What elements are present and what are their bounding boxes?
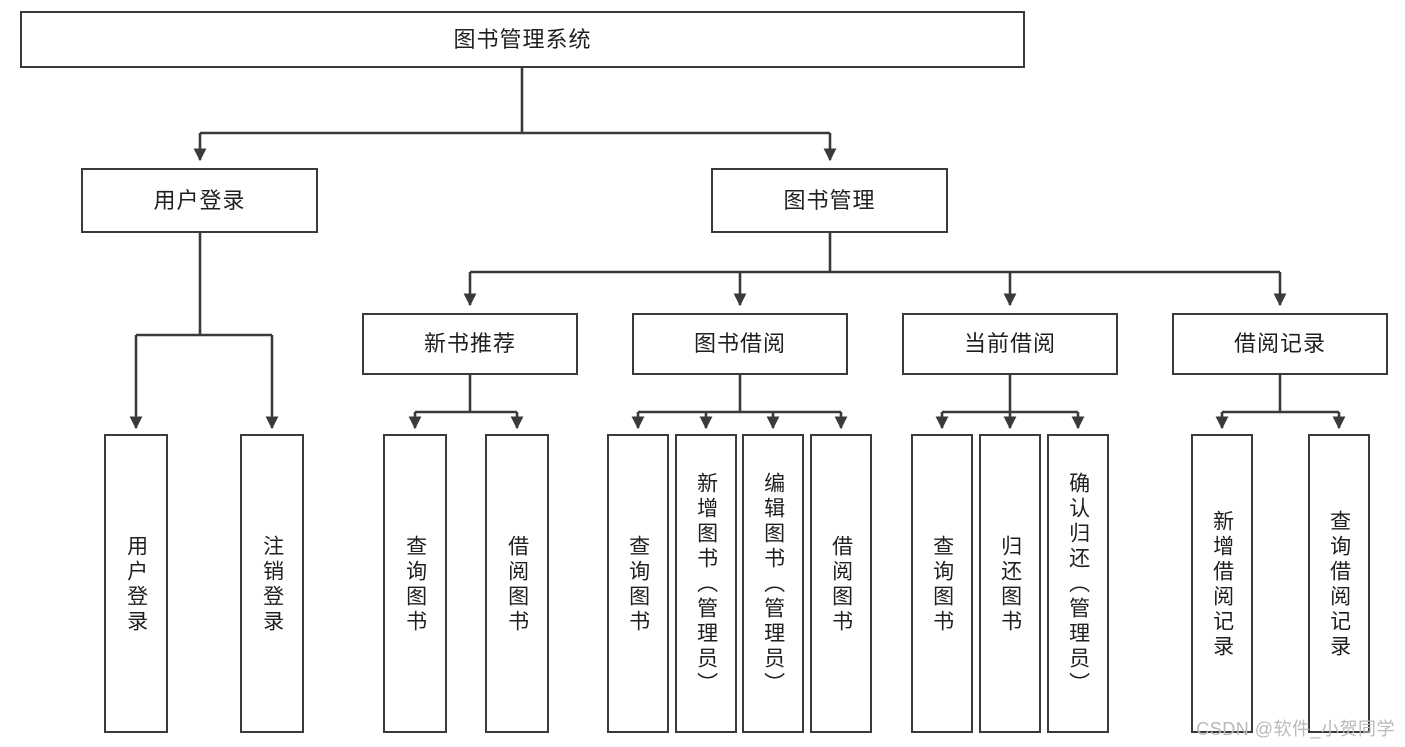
node-label: 查询图书 xyxy=(930,534,954,635)
node-label: 借阅图书 xyxy=(505,534,529,635)
leaf-record-add-record[interactable]: 新增借阅记录 xyxy=(1191,434,1253,733)
node-root-system[interactable]: 图书管理系统 xyxy=(20,11,1025,68)
node-new-book-recommend[interactable]: 新书推荐 xyxy=(362,313,578,375)
node-borrow-record[interactable]: 借阅记录 xyxy=(1172,313,1388,375)
leaf-current-return-book[interactable]: 归还图书 xyxy=(979,434,1041,733)
node-label: 图书管理系统 xyxy=(453,26,592,52)
node-label: 注销登录 xyxy=(260,534,284,635)
leaf-current-query-book[interactable]: 查询图书 xyxy=(911,434,973,733)
node-label: 图书管理 xyxy=(783,187,876,213)
leaf-current-confirm-return-admin[interactable]: 确认归还（管理员） xyxy=(1047,434,1109,733)
node-label: 图书借阅 xyxy=(693,331,786,357)
leaf-user-login-login[interactable]: 用户登录 xyxy=(104,434,168,733)
node-label: 编辑图书（管理员） xyxy=(761,472,785,697)
leaf-recommend-borrow-book[interactable]: 借阅图书 xyxy=(485,434,549,733)
leaf-recommend-query-book[interactable]: 查询图书 xyxy=(383,434,447,733)
node-book-borrow[interactable]: 图书借阅 xyxy=(632,313,848,375)
leaf-borrow-edit-book-admin[interactable]: 编辑图书（管理员） xyxy=(742,434,804,733)
node-label: 新增借阅记录 xyxy=(1210,509,1234,660)
leaf-borrow-add-book-admin[interactable]: 新增图书（管理员） xyxy=(675,434,737,733)
leaf-record-query-record[interactable]: 查询借阅记录 xyxy=(1308,434,1370,733)
node-label: 确认归还（管理员） xyxy=(1066,472,1090,697)
node-label: 归还图书 xyxy=(998,534,1022,635)
node-label: 查询图书 xyxy=(403,534,427,635)
leaf-user-login-logout[interactable]: 注销登录 xyxy=(240,434,304,733)
node-label: 用户登录 xyxy=(153,187,246,213)
node-label: 查询借阅记录 xyxy=(1327,509,1351,660)
node-label: 借阅记录 xyxy=(1233,331,1326,357)
node-book-management[interactable]: 图书管理 xyxy=(711,168,948,233)
node-label: 新书推荐 xyxy=(423,331,516,357)
leaf-borrow-borrow-book[interactable]: 借阅图书 xyxy=(810,434,872,733)
node-current-borrow[interactable]: 当前借阅 xyxy=(902,313,1118,375)
watermark-text: CSDN @软件_小贺同学 xyxy=(1196,719,1395,739)
node-user-login[interactable]: 用户登录 xyxy=(81,168,318,233)
node-label: 查询图书 xyxy=(626,534,650,635)
node-label: 借阅图书 xyxy=(829,534,853,635)
node-label: 新增图书（管理员） xyxy=(694,472,718,697)
node-label: 当前借阅 xyxy=(963,331,1056,357)
leaf-borrow-query-book[interactable]: 查询图书 xyxy=(607,434,669,733)
node-label: 用户登录 xyxy=(124,534,148,635)
